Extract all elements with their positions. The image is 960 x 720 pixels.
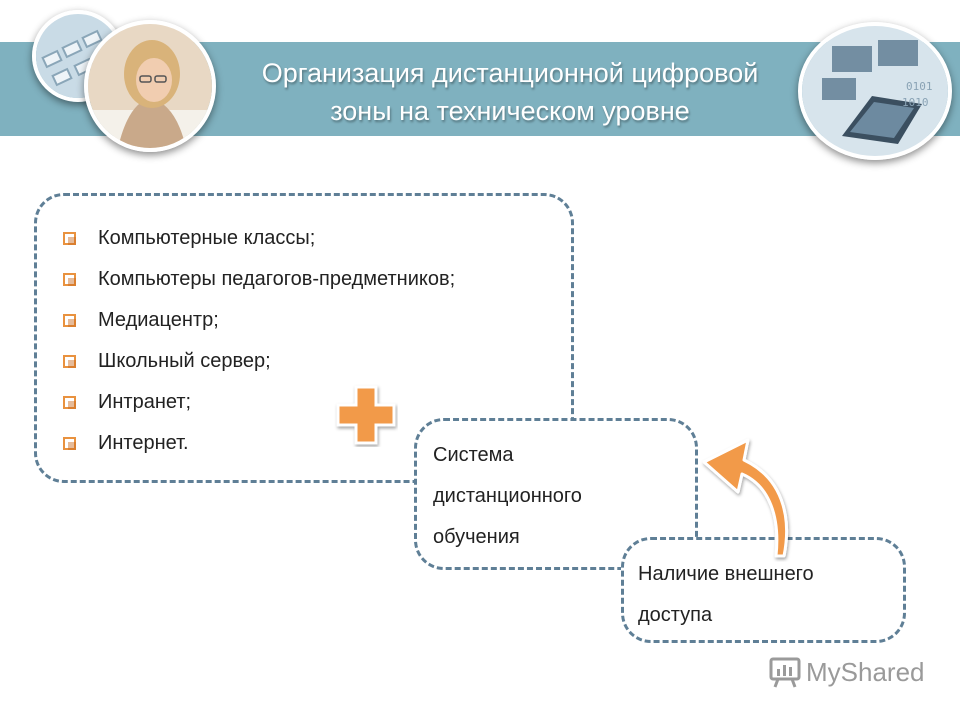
checkbox-bullet-icon — [63, 354, 76, 368]
technology-photo: 0101 1010 — [798, 22, 952, 160]
svg-text:1010: 1010 — [902, 96, 929, 109]
page-title: Организация дистанционной цифровой зоны … — [200, 54, 820, 130]
page-title-line2: зоны на техническом уровне — [330, 96, 690, 126]
watermark-logo: MyShared — [768, 652, 925, 692]
list-item-label: Интернет. — [98, 432, 189, 454]
list-item: Компьютеры педагогов-предметников; — [63, 259, 571, 300]
plus-icon — [336, 385, 396, 445]
curved-arrow-icon — [702, 438, 788, 558]
list-item-label: Компьютеры педагогов-предметников; — [98, 268, 456, 290]
svg-text:0101: 0101 — [906, 80, 933, 93]
distance-learning-line: дистанционного — [433, 485, 582, 507]
checkbox-bullet-icon — [63, 272, 76, 286]
list-item: Медиацентр; — [63, 300, 571, 341]
list-item-label: Компьютерные классы; — [98, 227, 316, 249]
external-access-line: Наличие внешнего — [638, 563, 814, 585]
list-item: Интранет; — [63, 382, 571, 423]
student-photo — [84, 20, 216, 152]
list-item: Компьютерные классы; — [63, 218, 571, 259]
external-access-line: доступа — [638, 604, 713, 626]
list-item: Школьный сервер; — [63, 341, 571, 382]
watermark-text: MyShared — [806, 656, 925, 687]
page-title-line1: Организация дистанционной цифровой — [261, 58, 759, 88]
external-access-box: Наличие внешнего доступа — [621, 537, 906, 643]
distance-learning-line: обучения — [433, 526, 520, 548]
list-item-label: Интранет; — [98, 391, 192, 413]
list-item: Интернет. — [63, 423, 571, 464]
keyboard-photo — [32, 10, 124, 102]
checkbox-bullet-icon — [63, 231, 76, 245]
distance-learning-line: Система — [433, 444, 514, 466]
list-item-label: Медиацентр; — [98, 309, 219, 331]
presentation-board-icon — [769, 657, 801, 688]
checkbox-bullet-icon — [63, 313, 76, 327]
checkbox-bullet-icon — [63, 395, 76, 409]
equipment-list: Компьютерные классы; Компьютеры педагого… — [63, 218, 571, 464]
checkbox-bullet-icon — [63, 436, 76, 450]
list-item-label: Школьный сервер; — [98, 350, 271, 372]
